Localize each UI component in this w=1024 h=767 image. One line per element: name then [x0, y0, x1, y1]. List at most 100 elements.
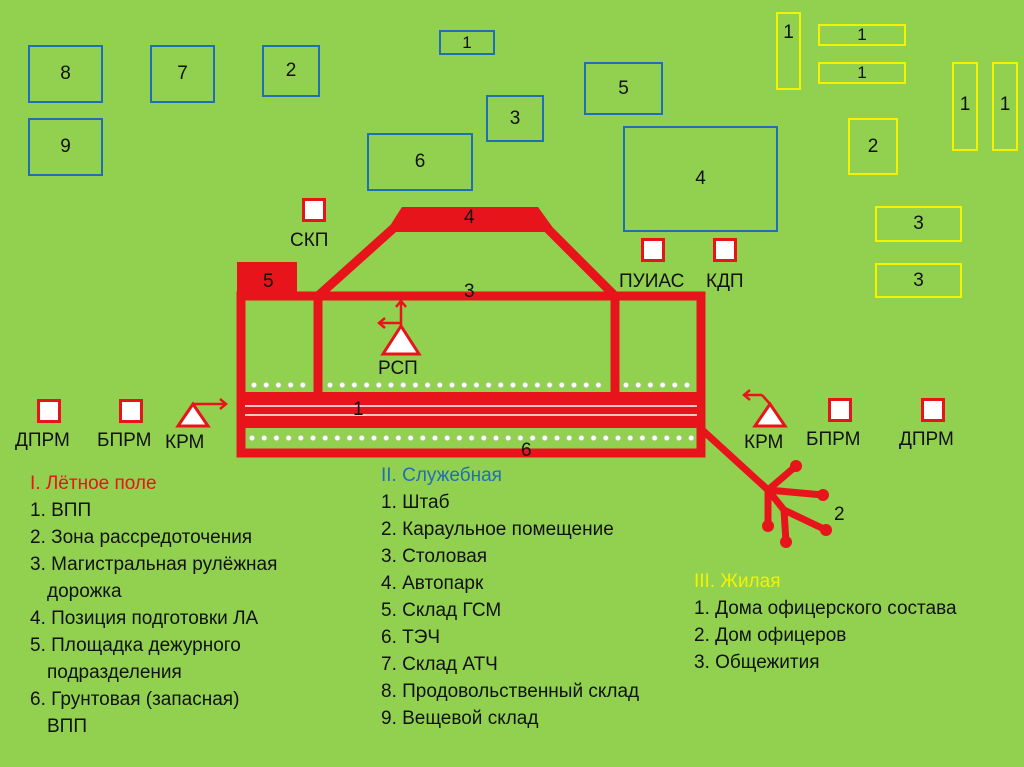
- duty-area: [237, 262, 297, 298]
- runway-light: [334, 435, 341, 441]
- airfield-outline: [236, 291, 706, 458]
- service-building-5: 5: [584, 62, 663, 115]
- dprm-right-marker: [921, 398, 945, 422]
- taxiway-diagonal: [314, 222, 400, 300]
- runway-light: [419, 435, 426, 441]
- kdp-label: КДП: [706, 271, 744, 292]
- service-building-9: 9: [28, 118, 103, 176]
- service-building-1: 1: [439, 30, 495, 55]
- runway-light: [297, 435, 304, 441]
- legend-item: 5. Площадка дежурного: [30, 635, 241, 656]
- runway-light: [299, 382, 306, 388]
- runway-light: [449, 382, 455, 388]
- runway-light: [461, 382, 468, 388]
- service-building-7: 7: [150, 45, 215, 103]
- service-building-2: 2: [262, 45, 320, 97]
- runway-light: [546, 382, 553, 388]
- runway-light: [383, 435, 390, 441]
- runway-light: [602, 435, 609, 441]
- runway-lights-row: [249, 435, 695, 441]
- runway-light: [595, 382, 602, 388]
- residential-building-3: 3: [875, 263, 962, 298]
- prep-position-number: 4: [464, 207, 475, 228]
- dispersal-zone: [696, 424, 828, 543]
- runway-light: [287, 382, 294, 388]
- runway-light: [346, 435, 353, 441]
- legend-item: ВПП: [47, 716, 87, 737]
- legend-item: подразделения: [47, 662, 182, 683]
- runway-light: [363, 382, 370, 388]
- runway-light: [676, 435, 682, 441]
- legend-item: 4. Позиция подготовки ЛА: [30, 608, 259, 629]
- legend-service-title: II. Служебная: [381, 465, 502, 486]
- runway-light: [583, 382, 590, 388]
- runway: [237, 392, 705, 428]
- runway-light: [424, 382, 431, 388]
- runway-light: [473, 382, 480, 388]
- runway-light: [541, 435, 548, 441]
- rsp-beacon: [380, 323, 422, 356]
- bprm-right-marker: [828, 398, 852, 422]
- legend-item: 2. Зона рассредоточения: [30, 527, 253, 548]
- service-building-6: 6: [367, 133, 473, 191]
- runway-light: [375, 382, 382, 388]
- krm-right-beacon: [752, 401, 788, 428]
- residential-building-1: 1: [818, 62, 906, 84]
- runway-light: [571, 382, 577, 388]
- legend-item: 7. Склад АТЧ: [381, 654, 498, 675]
- runway-light: [684, 382, 690, 388]
- legend-item: 6. Грунтовая (запасная): [30, 689, 240, 710]
- puias-label: ПУИАС: [619, 271, 685, 292]
- skp-marker: [302, 198, 326, 222]
- runway-light: [468, 435, 475, 441]
- legend-service: II. Служебная 1. Штаб 2. Караульное поме…: [381, 462, 639, 732]
- legend-item: 2. Караульное помещение: [381, 519, 614, 540]
- dispersal-number: 2: [834, 504, 845, 525]
- legend-item: 3. Магистральная рулёжная: [30, 554, 278, 575]
- taxiway-number: 3: [464, 281, 475, 302]
- preparation-position: [386, 207, 556, 232]
- residential-building-2: 2: [848, 118, 898, 175]
- runway-light: [273, 435, 280, 441]
- dprm-right-label: ДПРМ: [899, 429, 954, 450]
- runway-light: [444, 435, 451, 441]
- runway-light: [456, 435, 463, 441]
- runway-light: [623, 382, 629, 388]
- legend-item: 6. ТЭЧ: [381, 627, 441, 648]
- runway-light: [510, 382, 516, 388]
- rsp-label: РСП: [378, 358, 418, 379]
- runway-light: [322, 435, 329, 441]
- runway-light: [371, 435, 377, 441]
- runway-light: [635, 382, 642, 388]
- runway-light: [554, 435, 560, 441]
- legend-item: 1. Штаб: [381, 492, 450, 513]
- runway-light: [412, 382, 419, 388]
- runway-light: [505, 435, 512, 441]
- legend-airfield-title: I. Лётное поле: [30, 473, 157, 494]
- runway-light: [627, 435, 634, 441]
- dprm-left-marker: [37, 399, 61, 423]
- legend-item: 3. Столовая: [381, 546, 488, 567]
- runway-light: [688, 435, 695, 441]
- runway-light: [590, 435, 597, 441]
- runway-light: [659, 382, 666, 388]
- dispersal-stands: [762, 460, 832, 548]
- residential-building-1: 1: [776, 12, 801, 90]
- runway-light: [566, 435, 573, 441]
- legend-item: 8. Продовольственный склад: [381, 681, 640, 702]
- service-building-4: 4: [623, 126, 778, 232]
- dirt-runway-number: 6: [521, 440, 532, 461]
- puias-marker: [641, 238, 665, 262]
- residential-building-1: 1: [818, 24, 906, 46]
- runway-lights-row: [251, 382, 690, 388]
- runway-light: [261, 435, 268, 441]
- dprm-left-label: ДПРМ: [15, 430, 70, 451]
- runway-light: [251, 382, 257, 388]
- legend-residential: III. Жилая 1. Дома офицерского состава 2…: [694, 568, 957, 676]
- service-building-8: 8: [28, 45, 103, 103]
- runway-light: [407, 435, 414, 441]
- legend-item: 1. ВПП: [30, 500, 92, 521]
- runway-light: [651, 435, 658, 441]
- residential-building-3: 3: [875, 206, 962, 242]
- runway-light: [358, 435, 365, 441]
